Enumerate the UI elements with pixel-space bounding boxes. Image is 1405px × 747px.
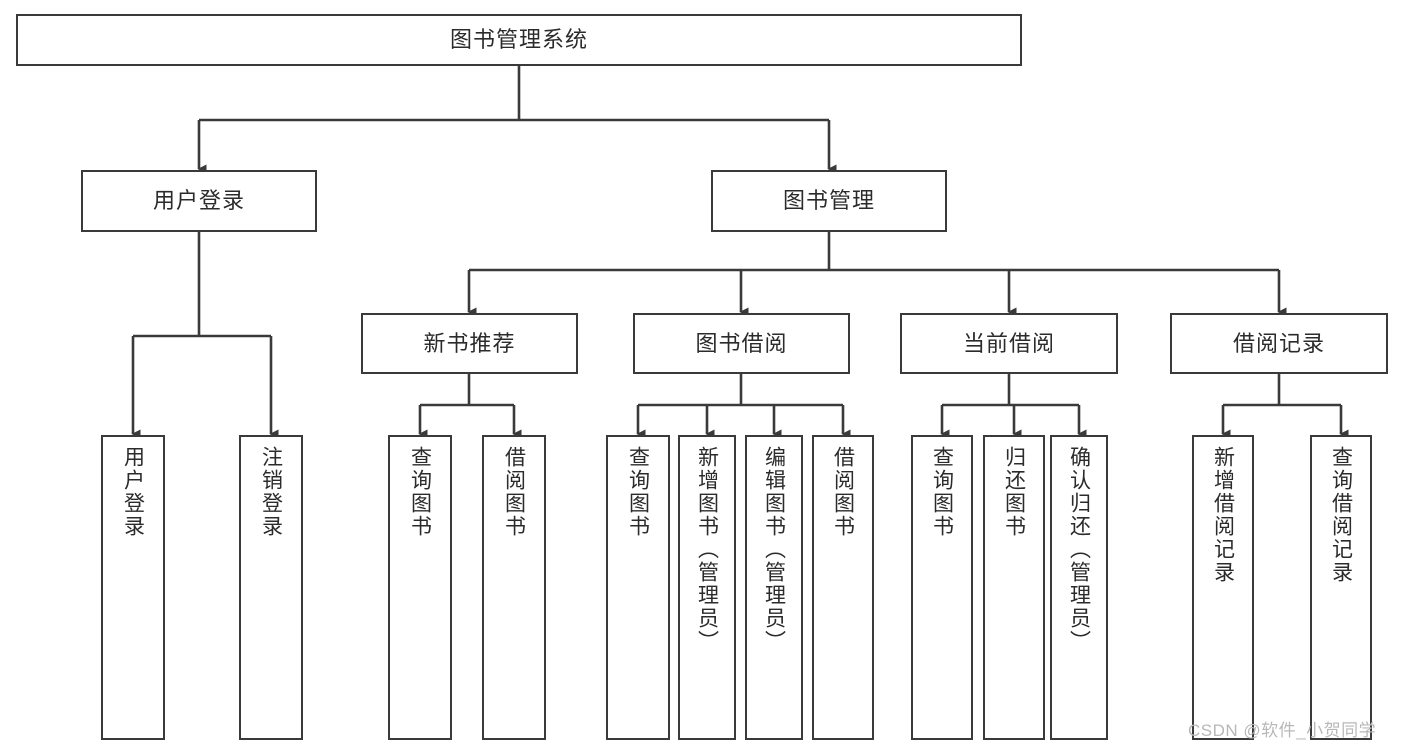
node-root[interactable]: 图书管理系统: [16, 14, 1022, 66]
node-new-book-recommend-label: 新书推荐: [423, 330, 516, 356]
node-leaf-add-book[interactable]: 新增图书（管理员）: [678, 435, 736, 740]
node-leaf-query-book-2-label: 查询图书: [626, 446, 650, 538]
node-leaf-query-book-3-label: 查询图书: [930, 446, 954, 538]
node-book-manage-label: 图书管理: [782, 188, 875, 214]
node-new-book-recommend[interactable]: 新书推荐: [361, 313, 578, 374]
node-leaf-query-record[interactable]: 查询借阅记录: [1310, 435, 1372, 740]
node-leaf-confirm-return[interactable]: 确认归还（管理员）: [1050, 435, 1108, 740]
node-book-manage[interactable]: 图书管理: [711, 170, 947, 232]
node-leaf-add-record[interactable]: 新增借阅记录: [1192, 435, 1254, 740]
node-borrow-record-label: 借阅记录: [1232, 330, 1325, 356]
node-leaf-return-book[interactable]: 归还图书: [983, 435, 1045, 740]
node-user-login[interactable]: 用户登录: [81, 170, 317, 232]
node-leaf-add-record-label: 新增借阅记录: [1211, 446, 1235, 584]
node-current-borrow-label: 当前借阅: [962, 330, 1055, 356]
node-leaf-return-book-label: 归还图书: [1002, 446, 1026, 538]
node-borrow-record[interactable]: 借阅记录: [1170, 313, 1388, 374]
node-leaf-query-book-1-label: 查询图书: [408, 446, 432, 538]
node-leaf-borrow-book-1-label: 借阅图书: [502, 446, 526, 538]
node-book-borrow[interactable]: 图书借阅: [633, 313, 850, 374]
node-leaf-query-book-2[interactable]: 查询图书: [606, 435, 670, 740]
node-root-label: 图书管理系统: [449, 27, 588, 53]
node-leaf-user-login-label: 用户登录: [121, 446, 145, 538]
node-leaf-confirm-return-label: 确认归还（管理员）: [1067, 446, 1091, 653]
node-leaf-query-record-label: 查询借阅记录: [1329, 446, 1353, 584]
node-current-borrow[interactable]: 当前借阅: [900, 313, 1118, 374]
node-leaf-borrow-book-2[interactable]: 借阅图书: [812, 435, 874, 740]
node-leaf-add-book-label: 新增图书（管理员）: [695, 446, 719, 653]
node-leaf-borrow-book-1[interactable]: 借阅图书: [482, 435, 546, 740]
csdn-watermark: CSDN @软件_小贺同学: [1188, 721, 1377, 740]
node-leaf-query-book-3[interactable]: 查询图书: [911, 435, 973, 740]
node-leaf-edit-book[interactable]: 编辑图书（管理员）: [745, 435, 803, 740]
node-leaf-borrow-book-2-label: 借阅图书: [831, 446, 855, 538]
node-leaf-logout[interactable]: 注销登录: [239, 435, 303, 740]
node-leaf-edit-book-label: 编辑图书（管理员）: [762, 446, 786, 653]
node-book-borrow-label: 图书借阅: [695, 330, 788, 356]
node-user-login-label: 用户登录: [152, 188, 245, 214]
node-leaf-logout-label: 注销登录: [259, 446, 283, 538]
node-leaf-query-book-1[interactable]: 查询图书: [388, 435, 452, 740]
node-leaf-user-login[interactable]: 用户登录: [101, 435, 165, 740]
